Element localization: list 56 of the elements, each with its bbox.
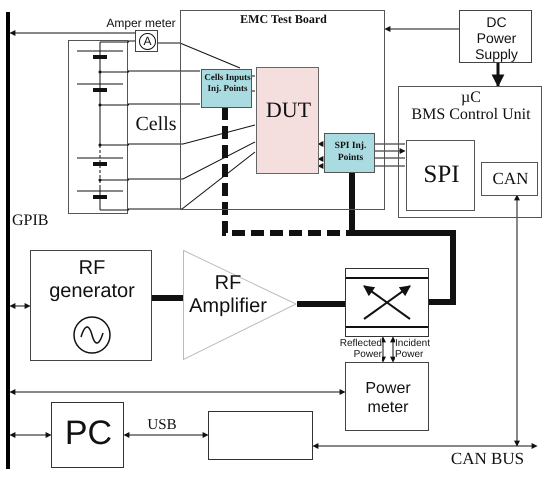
arrow (317, 141, 324, 147)
arrow (312, 443, 538, 449)
node-label: EMC Test Board (239, 13, 328, 26)
arrow (390, 336, 396, 363)
arrow (380, 336, 386, 363)
bus-label: GPIB (12, 212, 50, 230)
can-box (481, 162, 538, 196)
wire (128, 40, 136, 42)
heading: µC (460, 89, 482, 108)
arrow (317, 156, 324, 162)
arrow (9, 389, 346, 395)
test-board-box (180, 10, 385, 210)
node-label: CAN (492, 170, 530, 189)
power-supply-box (459, 10, 532, 63)
wire (128, 70, 200, 72)
amplifier-triangle (183, 250, 297, 360)
arrow (9, 303, 31, 309)
node-label: RF generator (48, 257, 136, 303)
heading: Amper meter (105, 17, 177, 30)
wire (158, 42, 240, 68)
power-meter-box (345, 362, 429, 431)
node-label: SPI Inj. Points (334, 141, 368, 165)
dut-box (256, 67, 319, 174)
rf-cable (152, 295, 183, 301)
arrow (9, 432, 52, 438)
arrow (492, 63, 504, 88)
arrow (514, 194, 520, 447)
rf-cable (297, 301, 345, 307)
ammeter-symbol: A (139, 33, 156, 50)
node-label: Power meter (364, 379, 412, 418)
arrow (384, 26, 460, 32)
pc-box (51, 402, 124, 468)
node-label: PC (64, 415, 114, 452)
gpib-bus-bar (6, 12, 10, 469)
node-label: DC Power Supply (474, 14, 519, 62)
control-unit-box (398, 86, 542, 218)
node-label: Cells (134, 113, 178, 135)
wire (128, 142, 256, 180)
injection-points-box (201, 69, 252, 108)
node-label: RF Amplifier (188, 272, 268, 318)
wire (128, 124, 256, 144)
injection-points-box (324, 133, 375, 173)
wire (128, 152, 256, 210)
node-label: DUT (264, 98, 312, 122)
arrow (374, 148, 406, 154)
spi-box (406, 140, 475, 211)
generator-box (30, 250, 152, 361)
node-label: Cells Inputs Inj. Points (203, 72, 252, 94)
arrow (123, 432, 209, 438)
node-label: BMS Control Unit (410, 106, 532, 124)
node-label: SPI (422, 161, 461, 188)
node-label: CAN BUS (450, 450, 526, 469)
rf-cable (349, 172, 456, 305)
arrow (317, 163, 324, 169)
interface-box (208, 411, 313, 460)
arrow (9, 30, 136, 36)
